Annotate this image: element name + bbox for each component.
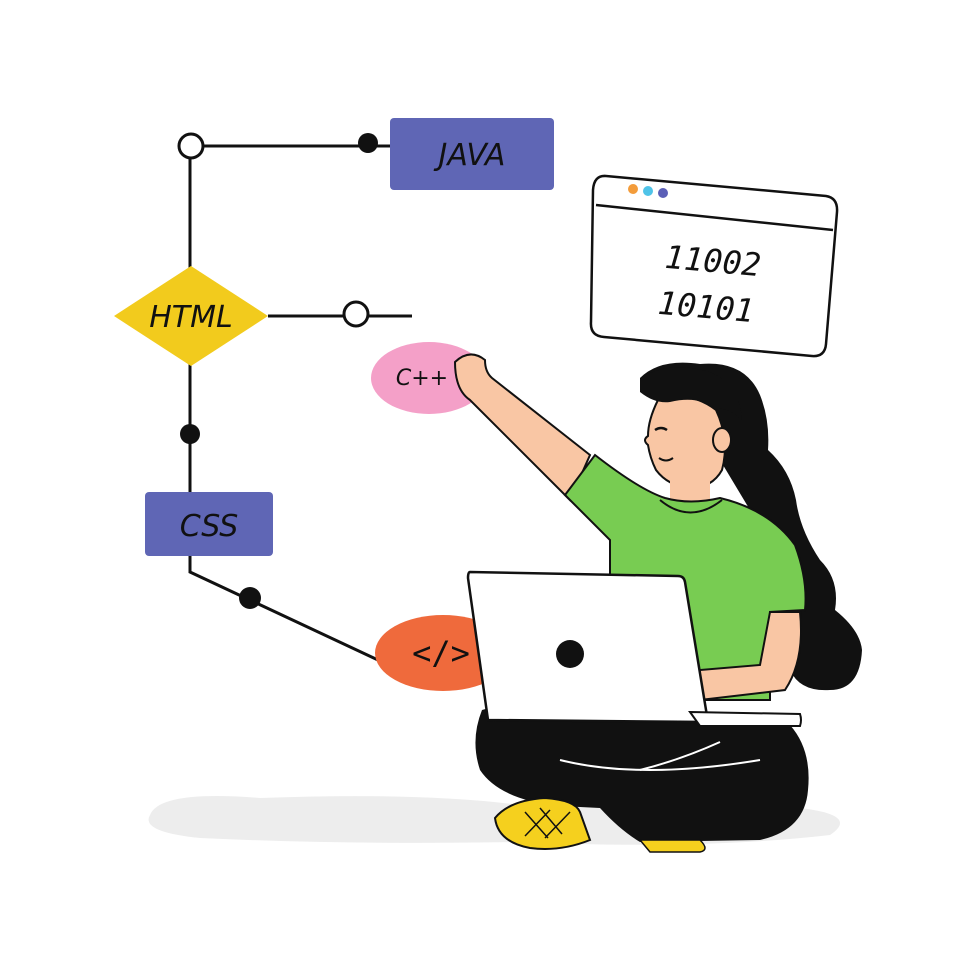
connector-node-filled-java [358, 133, 378, 153]
connector-node-filled-mid [180, 424, 200, 444]
laptop-screen [466, 570, 710, 724]
window-dot-orange [628, 184, 638, 194]
flowchart-connectors [188, 144, 412, 662]
browser-window: 11002 10101 [589, 174, 839, 358]
css-label: CSS [180, 509, 239, 544]
raised-arm [453, 353, 592, 502]
laptop [466, 570, 802, 727]
pants [475, 705, 809, 842]
html-label: HTML [149, 300, 232, 335]
java-node: JAVA [390, 118, 554, 190]
java-label: JAVA [434, 138, 506, 173]
binary-line-1: 11002 [663, 238, 762, 284]
html-node: HTML [114, 266, 268, 366]
code-tag-label: </> [412, 634, 470, 672]
css-node: CSS [145, 492, 273, 556]
connector-node-hollow-html [342, 300, 370, 328]
laptop-logo [556, 640, 584, 668]
woman-character [453, 353, 862, 853]
binary-line-2: 10101 [656, 284, 755, 330]
window-dot-blue [643, 186, 653, 196]
connector-node-filled-bottom [239, 587, 261, 609]
hair [640, 362, 862, 691]
window-dot-purple [658, 188, 668, 198]
cpp-label: C++ [396, 366, 448, 391]
laptop-base [688, 710, 802, 727]
connector-node-hollow-top [177, 132, 205, 160]
yellow-shoe [493, 796, 592, 850]
